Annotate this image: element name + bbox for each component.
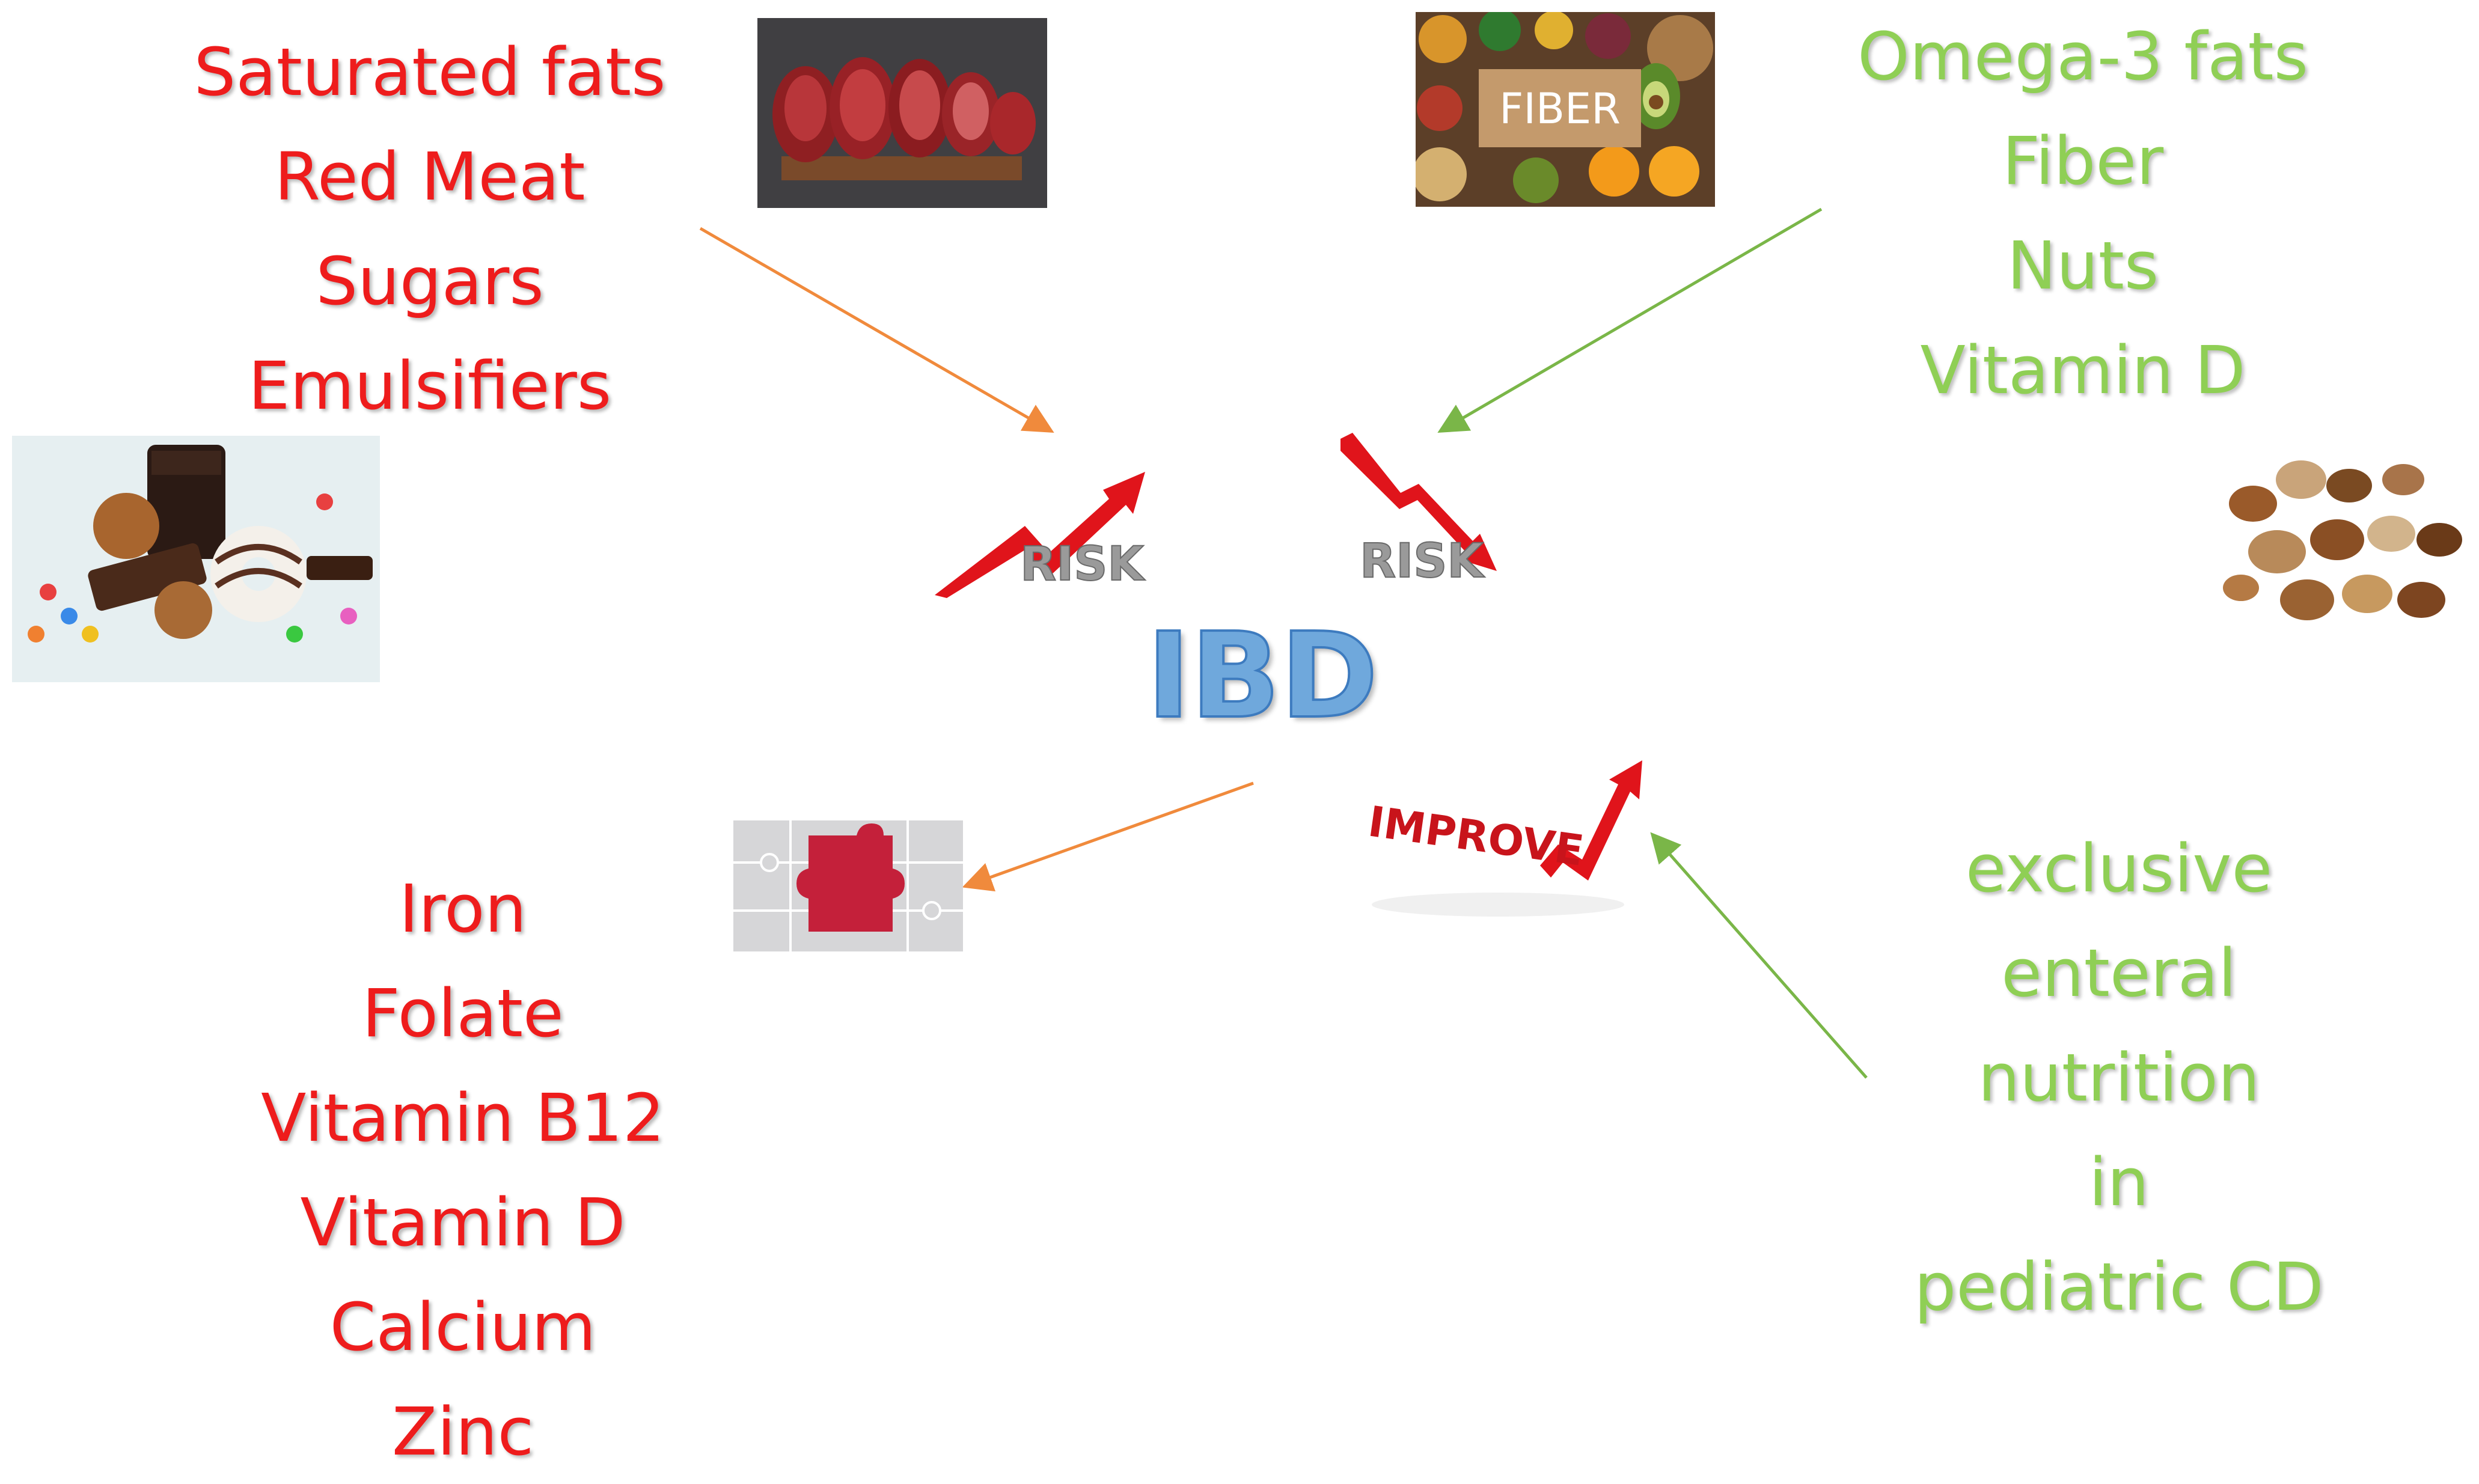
puzzle-icon xyxy=(733,820,963,951)
improvement-line: pediatric CD xyxy=(1914,1248,2324,1325)
risk-up-arrow-icon: RISK xyxy=(935,472,1146,598)
arrow-ibd-to-deficiencies xyxy=(962,781,1254,892)
protective-factor-item: Vitamin D xyxy=(1920,332,2246,409)
risk-down-label: RISK xyxy=(1360,534,1485,588)
sweets-photo xyxy=(12,436,380,682)
deficiency-item: Vitamin D xyxy=(300,1184,626,1261)
nutrient-deficiencies: Iron Folate Vitamin B12 Vitamin D Calciu… xyxy=(180,857,745,1484)
risk-factor-item: Saturated fats xyxy=(194,34,666,111)
sweets-illustration xyxy=(12,436,380,682)
risk-factor-item: Emulsifiers xyxy=(248,347,612,424)
enteral-nutrition-note: exclusive enteral nutrition in pediatric… xyxy=(1833,816,2404,1339)
center-label-ibd: IBD xyxy=(1145,606,1379,746)
improvement-line: nutrition xyxy=(1978,1039,2260,1116)
risk-down-arrow-icon: RISK xyxy=(1340,433,1497,589)
risk-factor-item: Red Meat xyxy=(274,138,585,215)
puzzle-missing-piece-photo xyxy=(733,820,963,951)
nuts-photo xyxy=(2205,438,2479,654)
arrow-een-to-improve xyxy=(1650,832,1868,1079)
arrow-protective-to-risk-down xyxy=(1437,207,1823,433)
deficiency-item: Folate xyxy=(362,975,564,1052)
protective-factor-item: Omega-3 fats xyxy=(1857,18,2308,95)
protective-factor-item: Fiber xyxy=(2002,123,2164,200)
risk-increase-icon: RISK xyxy=(935,448,1163,601)
fiber-foods-photo: FIBER xyxy=(1416,12,1715,207)
decrease-risk-factors: Omega-3 fats Fiber Nuts Vitamin D xyxy=(1809,4,2356,423)
improvement-line: enteral xyxy=(2001,935,2237,1012)
steaks-illustration xyxy=(757,18,1047,208)
improve-icon: IMPROVE xyxy=(1360,754,1653,935)
risk-up-label: RISK xyxy=(1020,537,1145,591)
deficiency-item: Zinc xyxy=(391,1393,534,1470)
risk-factor-item: Sugars xyxy=(316,243,544,320)
arrow-risk-factors-to-risk-up xyxy=(699,227,1054,433)
risk-decrease-icon: RISK xyxy=(1340,433,1539,598)
deficiency-item: Vitamin B12 xyxy=(261,1079,665,1156)
protective-factor-item: Nuts xyxy=(2007,227,2159,304)
improve-arrow-icon: IMPROVE xyxy=(1365,760,1642,917)
improvement-line: in xyxy=(2088,1144,2150,1221)
improve-label: IMPROVE xyxy=(1365,797,1586,876)
nuts-illustration xyxy=(2205,438,2479,654)
deficiency-item: Calcium xyxy=(329,1289,596,1366)
fiber-label: FIBER xyxy=(1499,84,1621,133)
improvement-line: exclusive xyxy=(1965,830,2273,907)
increase-risk-factors: Saturated fats Red Meat Sugars Emulsifie… xyxy=(150,20,709,438)
fiber-illustration: FIBER xyxy=(1416,12,1715,207)
red-meat-photo xyxy=(757,18,1047,208)
deficiency-item: Iron xyxy=(399,870,527,947)
